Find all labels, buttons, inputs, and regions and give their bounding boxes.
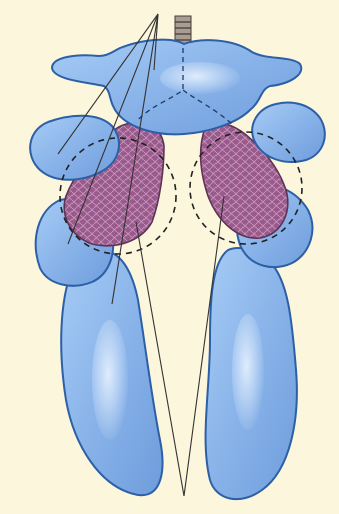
- right-cranial-air-sac: [252, 103, 325, 162]
